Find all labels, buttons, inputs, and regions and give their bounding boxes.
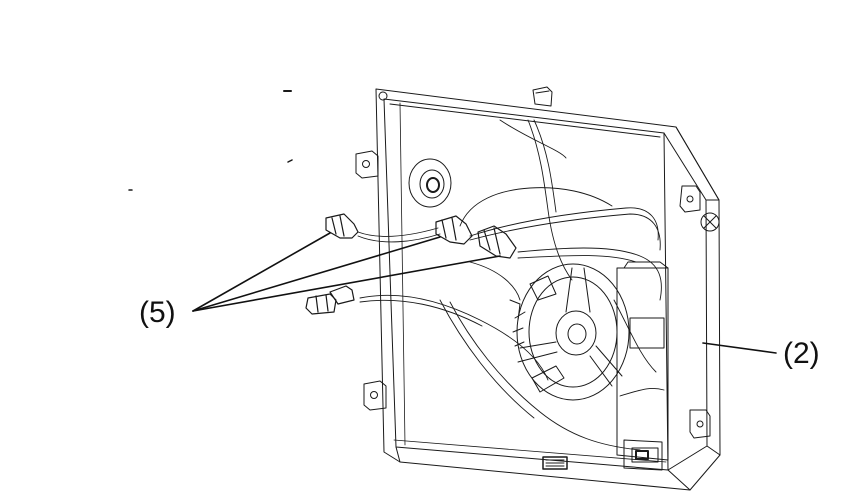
cable-grommet bbox=[408, 158, 452, 208]
wiring-harness bbox=[357, 119, 665, 451]
callout-label-2: (2) bbox=[783, 337, 820, 370]
housing-box bbox=[355, 86, 721, 491]
wire-nut-1 bbox=[325, 213, 359, 239]
stray-marks bbox=[128, 90, 293, 191]
control-module bbox=[616, 261, 669, 471]
leader-lines-5 bbox=[192, 232, 501, 312]
bottom-connector bbox=[542, 456, 568, 470]
leader-line-2 bbox=[702, 342, 777, 354]
wire-nut-2 bbox=[435, 215, 473, 245]
callout-label-5: (5) bbox=[139, 296, 176, 329]
spade-terminal bbox=[305, 285, 355, 315]
wire-nut-3 bbox=[477, 225, 517, 259]
fan-assembly bbox=[509, 263, 630, 401]
